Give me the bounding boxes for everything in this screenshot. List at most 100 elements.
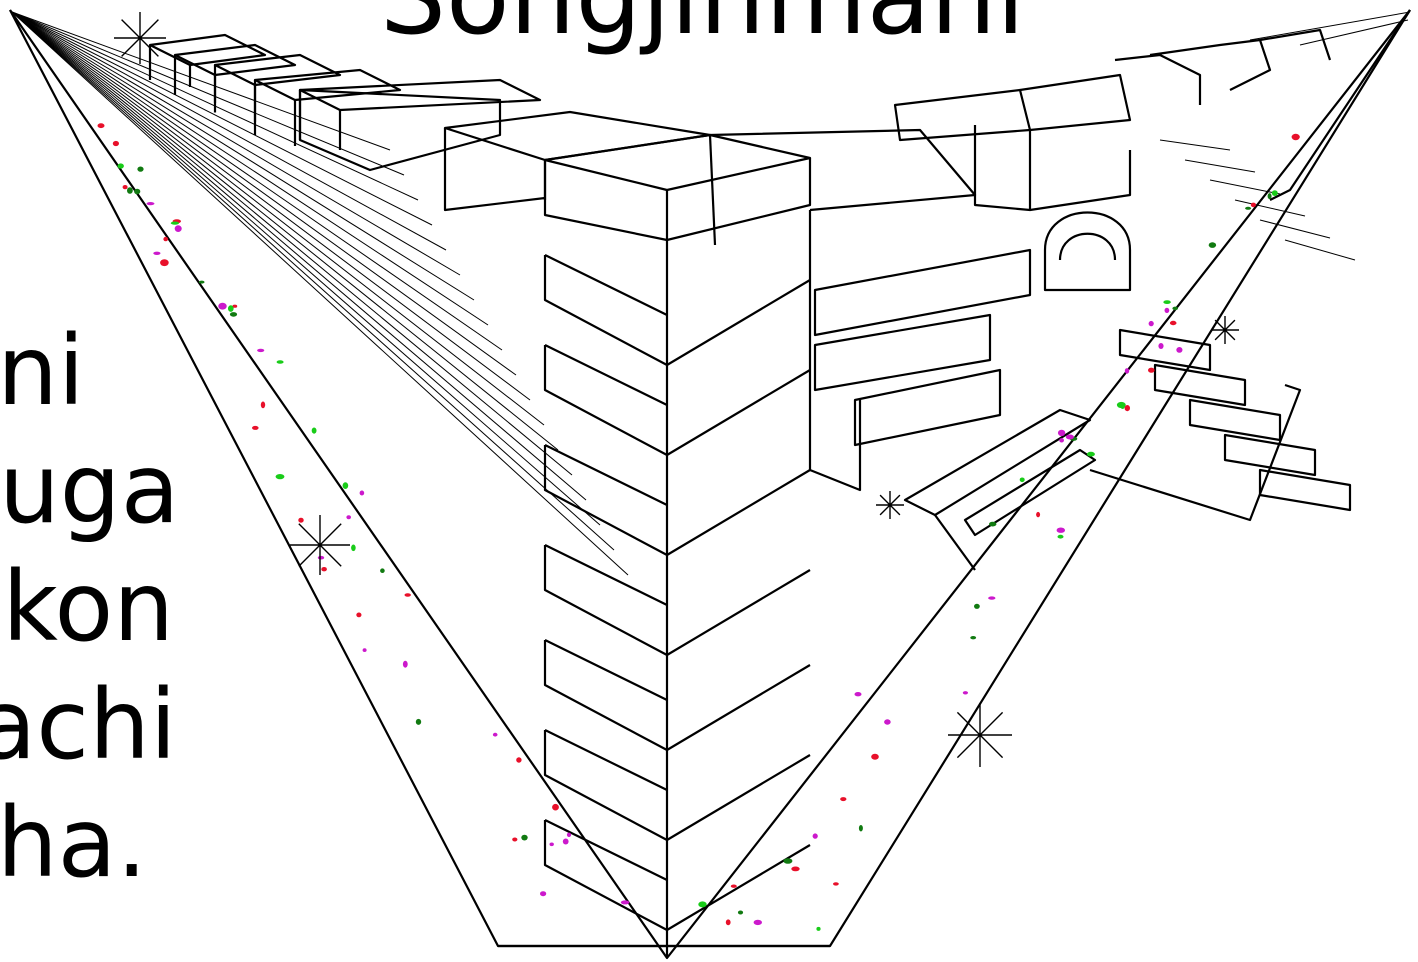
back-box-top: [213, 53, 342, 87]
vanishing-ray: [11, 11, 475, 301]
confetti-dot: [346, 515, 352, 520]
ledge-right: [666, 469, 811, 556]
sparkle-marks: [114, 12, 1239, 767]
right-street-edge: [1269, 9, 1411, 201]
confetti-dot: [232, 304, 238, 308]
mid-building-top: [709, 128, 977, 212]
confetti-dot: [730, 884, 737, 888]
dashed-hint: [1184, 159, 1256, 173]
confetti-dot: [698, 901, 707, 908]
confetti-dot: [415, 718, 422, 725]
confetti-dot: [492, 732, 498, 737]
ledge-right: [666, 844, 811, 931]
confetti-dot: [257, 348, 265, 353]
dashed-hint: [1159, 139, 1231, 151]
confetti-dot: [404, 593, 411, 597]
ledge-right: [666, 664, 811, 751]
confetti-dot: [1124, 405, 1131, 412]
vanishing-ray: [11, 11, 433, 226]
confetti-dot: [783, 858, 793, 864]
confetti-dot: [1163, 300, 1171, 304]
confetti-dot: [218, 302, 227, 310]
confetti-dot: [170, 221, 179, 225]
confetti-dot: [1086, 451, 1095, 457]
confetti-dot: [566, 832, 572, 837]
confetti-dot: [1208, 242, 1217, 248]
confetti-dot: [858, 825, 863, 832]
confetti-dot: [402, 660, 408, 668]
ledge-left: [543, 254, 668, 366]
confetti-dot: [122, 185, 128, 190]
confetti-dot: [970, 636, 977, 640]
confetti-dot: [160, 259, 169, 267]
confetti-dot: [228, 305, 234, 312]
back-box-edge: [148, 45, 192, 87]
right-block-top-2: [1019, 73, 1132, 132]
stair-step: [1118, 328, 1212, 372]
ledge-left: [543, 444, 668, 556]
mid-ledge-3: [853, 368, 1002, 447]
right-back-box: [1114, 53, 1202, 105]
vanishing-ray: [11, 11, 601, 526]
confetti-dot: [1019, 477, 1025, 483]
lower-ledge-1: [903, 408, 1092, 517]
lower-ledge-edge: [934, 514, 976, 571]
confetti-dot: [298, 517, 304, 523]
confetti-dot: [812, 833, 818, 839]
dashed-hint: [1284, 239, 1356, 261]
confetti-dot: [737, 910, 744, 915]
confetti-dot: [260, 401, 266, 409]
side-caption-line-4: rachi: [0, 669, 177, 781]
confetti-dot: [198, 280, 205, 284]
back-box-top: [148, 33, 267, 67]
confetti-dot: [153, 251, 161, 255]
confetti-dot: [362, 648, 367, 652]
mid-ledge-1: [813, 248, 1032, 337]
confetti-dot: [516, 757, 522, 763]
confetti-dot: [974, 603, 980, 609]
dashed-hint: [1259, 219, 1331, 239]
left-block: [298, 88, 502, 172]
confetti-dot: [884, 719, 891, 725]
confetti-dot: [112, 140, 119, 147]
vanishing-ray: [11, 11, 573, 476]
confetti-dot: [1116, 401, 1126, 409]
archway-inner: [1058, 232, 1117, 261]
tower-rear-line: [708, 134, 717, 246]
vanishing-ray: [11, 11, 587, 501]
confetti-dot: [1124, 368, 1130, 374]
back-box-top: [298, 78, 542, 112]
ledge-right: [666, 754, 811, 841]
confetti-dot: [275, 474, 285, 480]
confetti-dot: [840, 797, 847, 802]
side-caption-line-5: aha.: [0, 787, 148, 899]
confetti-dot: [276, 360, 284, 364]
confetti-dot: [146, 202, 155, 206]
confetti-dot: [962, 691, 969, 695]
side-caption-line-2: guga: [0, 433, 180, 545]
drawing-lines: [9, 9, 1411, 960]
confetti-dot: [311, 427, 317, 434]
vanishing-ray: [11, 11, 447, 251]
confetti-dot: [854, 692, 862, 697]
vanishing-ray: [11, 11, 531, 401]
confetti-dot: [562, 838, 569, 845]
confetti-dot: [833, 882, 839, 886]
confetti-dot: [359, 490, 365, 496]
vanishing-ray: [11, 11, 629, 576]
confetti-dot: [174, 225, 182, 233]
confetti-dot: [620, 900, 630, 905]
drawing-title: Songjinmani: [380, 0, 1025, 52]
confetti-dot: [134, 188, 141, 195]
side-caption-line-1: eni: [0, 315, 85, 427]
sparkle-mark: [948, 703, 1012, 767]
ledge-right: [666, 569, 811, 656]
confetti-dot: [1169, 320, 1177, 326]
vanishing-ray: [11, 11, 391, 151]
lower-ledge-2: [963, 448, 1097, 537]
confetti-dot: [1148, 320, 1154, 327]
confetti-dot: [1057, 534, 1064, 539]
stair-step: [1188, 398, 1282, 442]
drawing-thin-lines: [11, 11, 1411, 576]
